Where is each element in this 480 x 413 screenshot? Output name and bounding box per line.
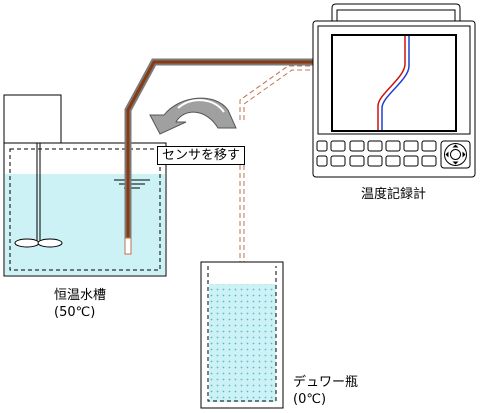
bath-water <box>5 174 165 275</box>
dewar-flask <box>200 261 284 409</box>
bath-controller-box <box>3 94 62 144</box>
blue-trace <box>381 36 410 130</box>
temperature-probe-cable <box>124 58 318 255</box>
move-sensor-label: センサを移す <box>157 146 246 165</box>
red-trace <box>377 36 406 130</box>
dewar-label: デュワー瓶 <box>293 375 359 390</box>
probe-tip <box>124 237 132 255</box>
constant-temperature-bath <box>3 94 167 277</box>
bath-temperature-label: (50℃) <box>54 305 96 320</box>
recorder-handle <box>331 3 461 21</box>
curved-arrow-icon <box>149 97 237 135</box>
dewar-inner-wall <box>207 266 277 402</box>
bath-label: 恒温水槽 <box>54 288 107 303</box>
recorder-dial-icon <box>440 140 471 169</box>
stirrer-icon <box>14 143 63 248</box>
temperature-recorder <box>312 3 476 178</box>
dewar-ice <box>209 284 276 402</box>
dewar-temperature-label: (0℃) <box>293 392 327 407</box>
bath-inner-wall <box>9 148 161 271</box>
recorder-label: 温度記録計 <box>361 187 427 202</box>
recorder-buttons <box>316 140 437 167</box>
